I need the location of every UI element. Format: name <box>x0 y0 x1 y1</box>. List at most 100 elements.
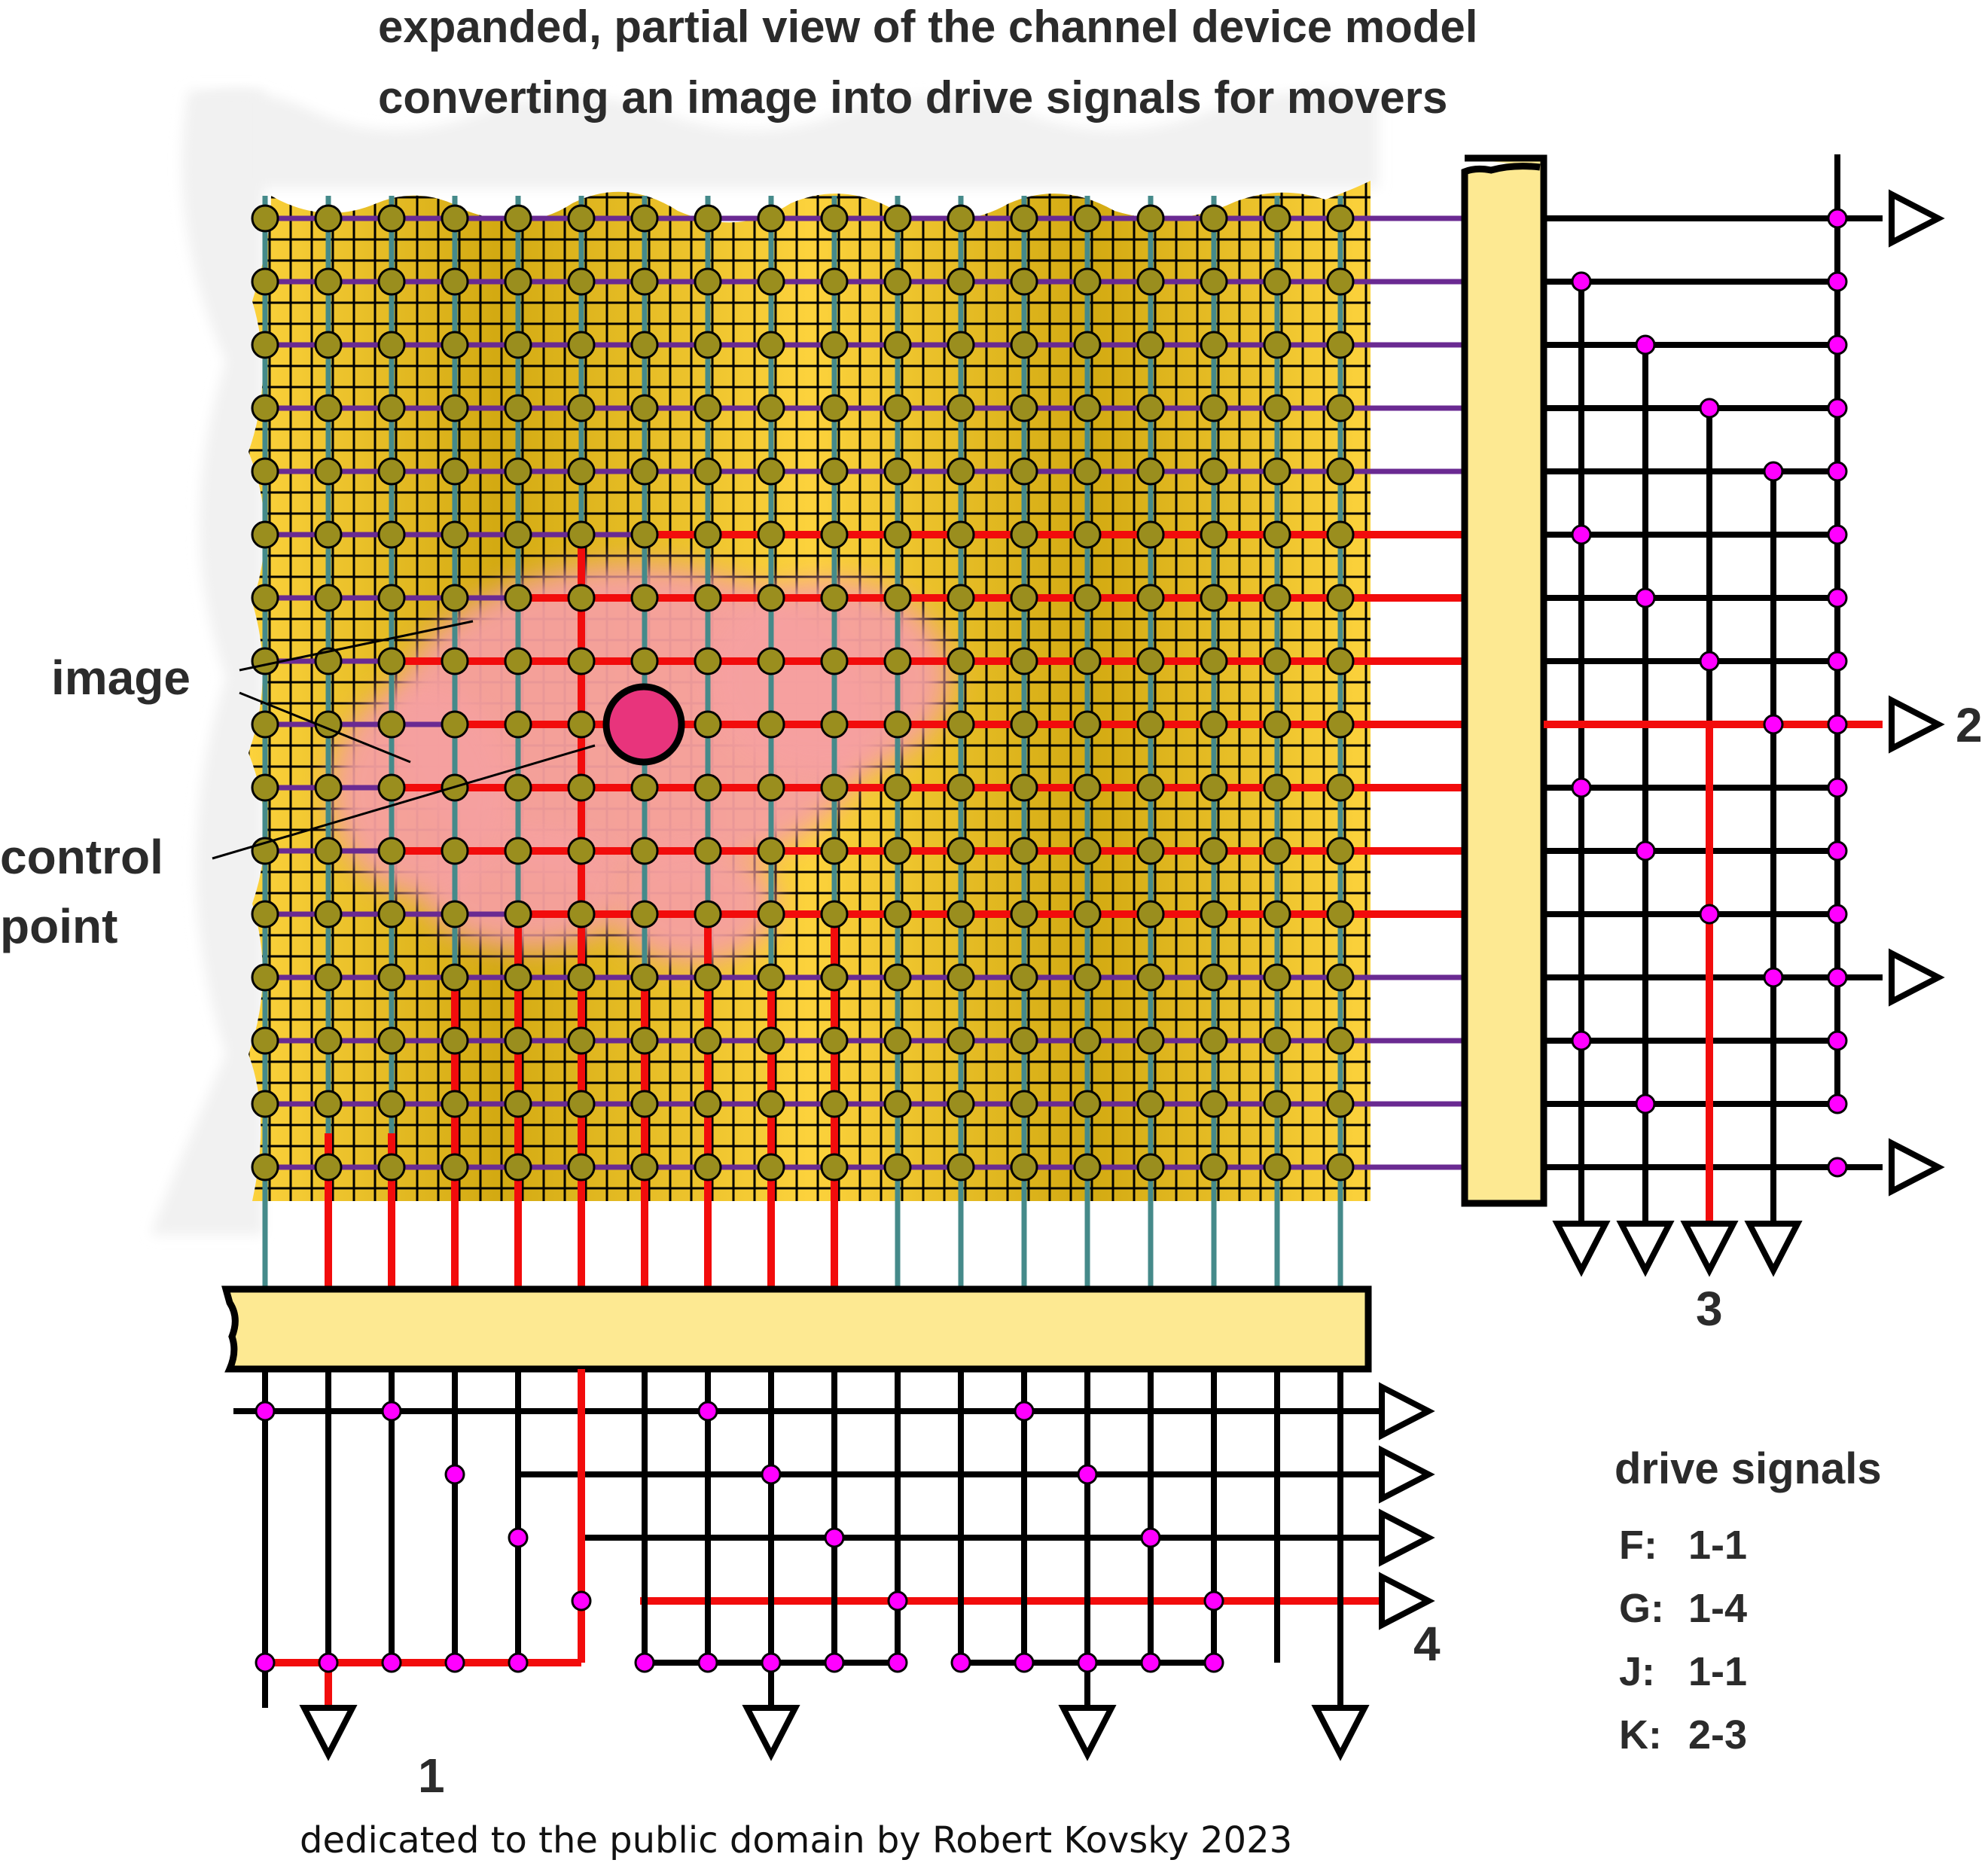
mesh-node <box>314 900 343 928</box>
mesh-node <box>1073 710 1102 739</box>
mesh-node <box>251 267 279 296</box>
junction-dot <box>950 1652 971 1673</box>
mesh-node <box>1200 267 1228 296</box>
mesh-node <box>1136 394 1165 422</box>
mesh-node <box>1326 773 1355 802</box>
mesh-node <box>1010 710 1038 739</box>
mesh-node <box>1200 394 1228 422</box>
mesh-node <box>694 520 722 549</box>
output-arrow-down <box>1058 1705 1117 1761</box>
mesh-node <box>441 584 469 612</box>
mesh-node <box>1326 204 1355 233</box>
mesh-node <box>947 331 975 359</box>
mesh-node <box>1200 1026 1228 1055</box>
junction-dot <box>1827 334 1848 355</box>
mesh-node <box>694 204 722 233</box>
output-arrow-right <box>1889 1138 1945 1197</box>
mesh-node <box>1073 647 1102 675</box>
output-arrow-right <box>1379 1445 1435 1504</box>
junction-dot <box>1203 1652 1224 1673</box>
mesh-node <box>1010 457 1038 486</box>
mesh-node <box>757 204 785 233</box>
mesh-node <box>694 773 722 802</box>
mesh-node <box>757 394 785 422</box>
mesh-node <box>1263 1153 1291 1181</box>
mesh-node <box>820 204 849 233</box>
mesh-node <box>694 963 722 992</box>
mesh-node <box>504 394 532 422</box>
mesh-node <box>694 647 722 675</box>
mesh-node <box>947 1090 975 1118</box>
junction-dot <box>1140 1652 1161 1673</box>
mesh-node <box>314 1026 343 1055</box>
mesh-node <box>757 267 785 296</box>
junction-dot <box>1571 1030 1592 1051</box>
mesh-node <box>1200 647 1228 675</box>
output-arrow-right <box>1889 948 1945 1007</box>
mesh-node <box>1263 773 1291 802</box>
mesh-node <box>757 900 785 928</box>
mesh-node <box>630 267 659 296</box>
mesh-node <box>947 837 975 865</box>
junction-dot <box>255 1401 276 1422</box>
mesh-node <box>1326 584 1355 612</box>
junction-dot <box>887 1652 908 1673</box>
mesh-node <box>1073 1090 1102 1118</box>
junction-dot <box>1571 524 1592 545</box>
mesh-node <box>1326 520 1355 549</box>
junction-dot <box>318 1652 339 1673</box>
mesh-node <box>820 900 849 928</box>
mesh-node <box>314 773 343 802</box>
mesh-node <box>567 331 596 359</box>
mesh-node <box>630 584 659 612</box>
mesh-node <box>630 900 659 928</box>
mesh-node <box>757 1090 785 1118</box>
mesh-node <box>757 1153 785 1181</box>
mesh-node <box>441 647 469 675</box>
mesh-node <box>883 1026 912 1055</box>
mesh-node <box>377 1153 406 1181</box>
mesh-node <box>441 267 469 296</box>
mesh-node <box>947 1026 975 1055</box>
mesh-node <box>441 394 469 422</box>
mesh-node <box>1263 267 1291 296</box>
junction-dot <box>1827 1157 1848 1178</box>
mesh-node <box>1326 710 1355 739</box>
mesh-node <box>1010 204 1038 233</box>
mesh-node <box>1136 1090 1165 1118</box>
mesh-node <box>947 963 975 992</box>
output-arrow-down <box>1680 1221 1739 1277</box>
mesh-node <box>883 837 912 865</box>
mesh-node <box>567 457 596 486</box>
junction-dot <box>1077 1464 1098 1485</box>
mesh-node <box>314 520 343 549</box>
junction-dot <box>1763 714 1784 735</box>
mesh-node <box>1263 1026 1291 1055</box>
mesh-node <box>1010 394 1038 422</box>
mesh-node <box>947 1153 975 1181</box>
junction-dot <box>1827 271 1848 292</box>
mesh-node <box>1326 1026 1355 1055</box>
control-point[interactable] <box>602 683 685 766</box>
junction-dot <box>697 1652 718 1673</box>
mesh-node <box>1136 457 1165 486</box>
output-arrow-right <box>1379 1508 1435 1567</box>
legend-signal-label: F: <box>1619 1523 1657 1568</box>
mesh-node <box>1073 1153 1102 1181</box>
junction-dot <box>1635 587 1656 608</box>
junction-dot <box>1014 1652 1035 1673</box>
mesh-node <box>820 457 849 486</box>
mesh-node <box>504 267 532 296</box>
mesh-node <box>1073 837 1102 865</box>
mesh-node <box>1073 1026 1102 1055</box>
mesh-node <box>694 1090 722 1118</box>
mesh-node <box>1200 204 1228 233</box>
mesh-node <box>1200 773 1228 802</box>
mesh-node <box>314 267 343 296</box>
mesh-node <box>1010 1026 1038 1055</box>
mesh-node <box>1263 520 1291 549</box>
mesh-node <box>567 520 596 549</box>
mesh-node <box>947 394 975 422</box>
mesh-node <box>1136 331 1165 359</box>
control-point-label-1: control <box>0 830 163 884</box>
